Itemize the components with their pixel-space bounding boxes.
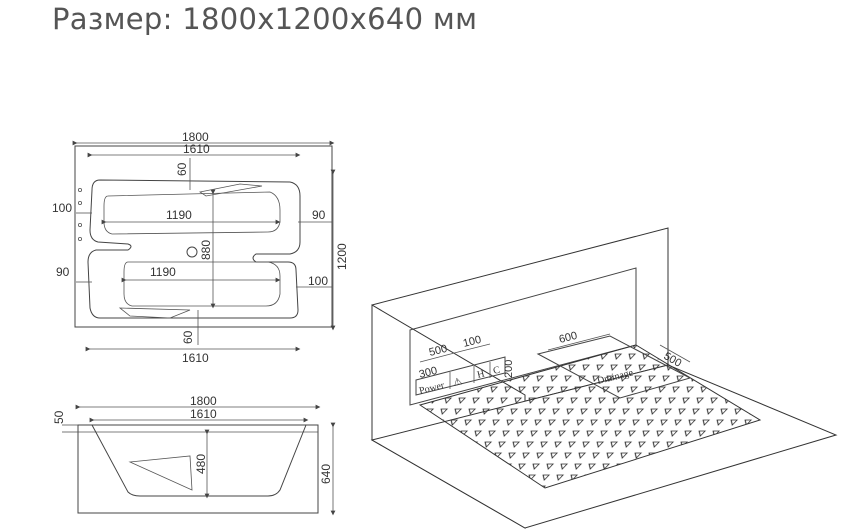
- side-dim-1800: 1800: [190, 394, 217, 408]
- top-dim-1610-bottom: 1610: [182, 351, 209, 365]
- top-dim-1800: 1800: [182, 130, 209, 144]
- top-dim-60-lower: 60: [181, 330, 195, 344]
- side-dim-480: 480: [194, 454, 208, 474]
- top-dim-880: 880: [199, 240, 213, 260]
- side-view: 1800 1610 50 480 640: [52, 394, 336, 516]
- top-dim-1200: 1200: [335, 243, 349, 270]
- svg-text:⚠: ⚠: [452, 376, 463, 389]
- install-dim-600: 600: [558, 330, 579, 346]
- install-dim-100: 100: [462, 334, 483, 350]
- side-dim-640: 640: [319, 464, 333, 484]
- top-dim-90-left: 90: [56, 265, 70, 279]
- install-dim-500: 500: [428, 343, 449, 359]
- top-dim-90-right: 90: [312, 208, 326, 222]
- drain-icon: [186, 246, 198, 258]
- install-dim-200: 200: [503, 360, 515, 378]
- install-dim-300: 300: [418, 365, 439, 381]
- page-title: Размер: 1800x1200x640 мм: [52, 2, 478, 36]
- top-dim-100-left: 100: [52, 201, 72, 215]
- side-dim-1610: 1610: [190, 407, 217, 421]
- upper-basin: [103, 191, 281, 235]
- top-dim-1190-lower: 1190: [150, 265, 176, 279]
- install-view: Power ⚠ H C Drainage 500 100 300 200 600…: [370, 227, 838, 529]
- top-dim-100-right: 100: [308, 274, 328, 288]
- top-dim-1190-upper: 1190: [166, 208, 192, 222]
- top-dim-60-upper: 60: [175, 162, 189, 176]
- side-tub-profile: [91, 424, 307, 497]
- side-dim-50: 50: [52, 410, 66, 424]
- top-view: 1800 1610 60 100 1190 90 880 1200 90 119…: [52, 130, 349, 365]
- top-tub-outline: [87, 179, 301, 319]
- floor-pattern: [418, 344, 762, 489]
- lower-basin: [123, 261, 281, 307]
- top-dim-1610: 1610: [183, 142, 210, 156]
- headrest-bottom: [118, 307, 191, 319]
- top-outer-frame: [74, 145, 333, 328]
- side-seat: [128, 455, 193, 491]
- headrest-top: [198, 183, 263, 197]
- hot-label: H: [476, 368, 486, 380]
- side-outer-frame: [77, 424, 319, 514]
- cold-label: C: [492, 365, 501, 377]
